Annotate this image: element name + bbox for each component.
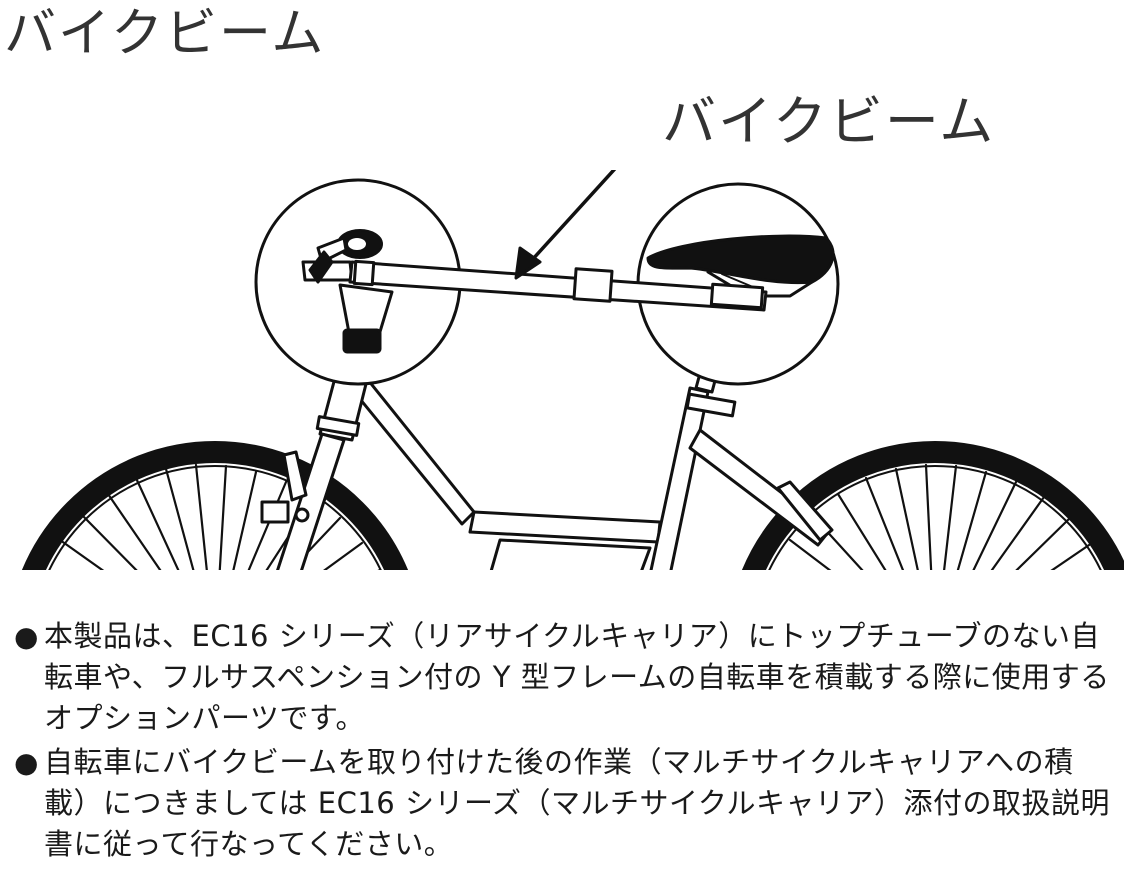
callout-arrow [514, 170, 617, 280]
note-text: 自転車にバイクビームを取り付けた後の作業（マルチサイクルキャリアへの積載）につき… [44, 745, 1111, 861]
page-title: バイクビーム [4, 4, 326, 64]
note-text: 本製品は、EC16 シリーズ（リアサイクルキャリア）にトップチューブのない自転車… [44, 619, 1110, 735]
bullet-icon: ● [14, 620, 39, 653]
bike-beam [348, 259, 768, 312]
note-item-2: ● 自転車にバイクビームを取り付けた後の作業（マルチサイクルキャリアへの積載）に… [14, 742, 1114, 865]
rear-wheel [741, 441, 1124, 570]
bullet-icon: ● [14, 746, 39, 779]
notes-section: ● 本製品は、EC16 シリーズ（リアサイクルキャリア）にトップチューブのない自… [14, 616, 1114, 868]
saddle-detail-circle [636, 182, 840, 386]
bicycle-illustration [21, 170, 1124, 570]
front-wheel [21, 441, 409, 570]
note-item-1: ● 本製品は、EC16 シリーズ（リアサイクルキャリア）にトップチューブのない自… [14, 616, 1114, 739]
bike-beam-callout-label: バイクビーム [662, 90, 996, 153]
